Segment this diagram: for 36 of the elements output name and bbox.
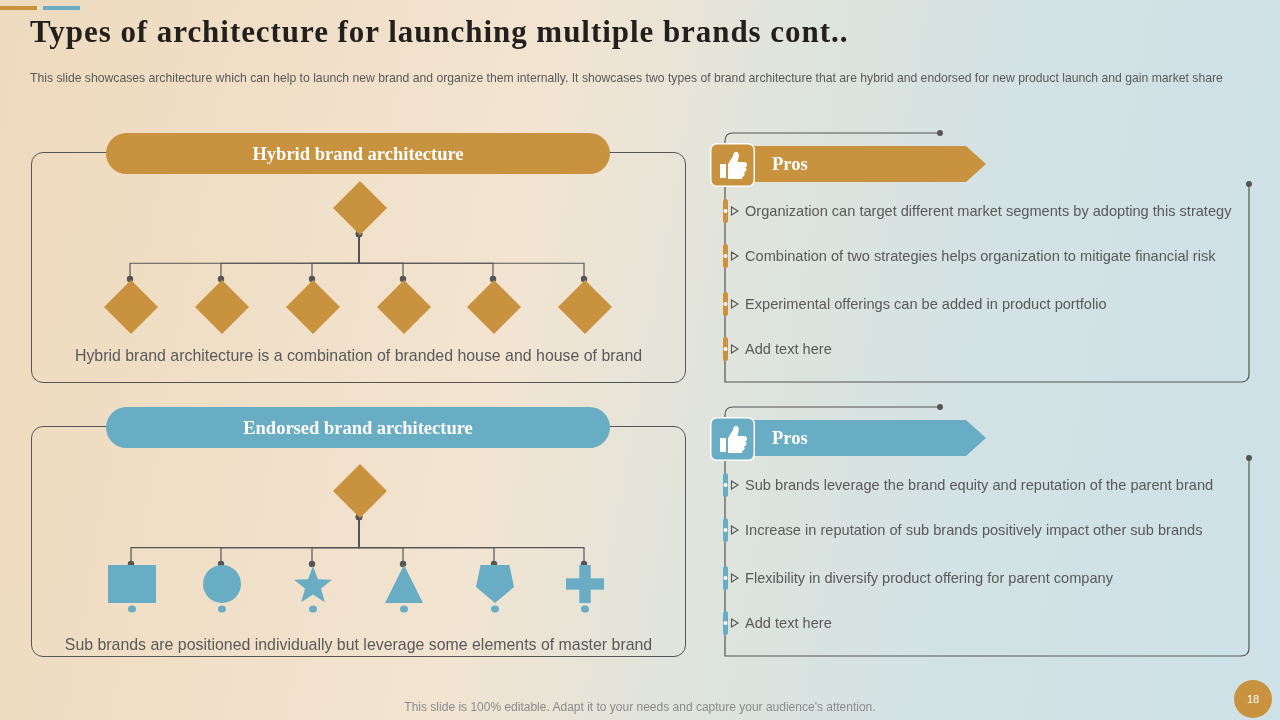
triangle-shape [385, 565, 423, 613]
diamond-shape [333, 181, 387, 235]
star-shape [293, 565, 333, 613]
diamond-shape [333, 464, 387, 518]
cross-shape [566, 565, 604, 613]
circle-shape [203, 565, 241, 613]
heading-pill: Endorsed brand architecture [106, 407, 610, 448]
list-item-text: Experimental offerings can be added in product portfolio [745, 295, 1107, 313]
connector-line [355, 230, 588, 283]
footer-note: This slide is 100% editable. Adapt it to your needs and capture your audience's attention. [404, 700, 876, 714]
pentagon-shape [476, 565, 514, 613]
banner-arrow [710, 417, 986, 461]
list-item-text: Combination of two strategies helps organization to mitigate financial risk [745, 247, 1216, 265]
list-item-text: Increase in reputation of sub brands positively impact other sub brands [745, 521, 1203, 539]
list-item-text: Add text here [745, 614, 832, 632]
page-number-badge: 18 [1234, 680, 1272, 718]
list-item-text: Sub brands leverage the brand equity and reputation of the parent brand [745, 476, 1214, 494]
diamond-shape [286, 280, 340, 334]
connector-line [355, 513, 588, 568]
subtitle-text: This slide showcases architecture which can help to launch new brand and organize them internally. It showcases two types of brand architecture that are hybrid and endorsed for new product launch and gain market share [30, 71, 1223, 86]
list-item-text: Add text here [745, 340, 832, 358]
list-item-text: Organization can target different market segments by adopting this strategy [745, 202, 1232, 220]
heading-pill: Hybrid brand architecture [106, 133, 610, 174]
diamond-shape [377, 280, 431, 334]
banner-arrow [710, 143, 986, 187]
description-text: Hybrid brand architecture is a combination of branded house and house of brand [74, 346, 643, 366]
banner-heading: Pros [772, 153, 808, 175]
diamond-shape [104, 280, 158, 334]
list-item-text: Flexibility in diversify product offering for parent company [745, 569, 1113, 587]
description-text: Sub brands are positioned individually but leverage some elements of master brand [64, 635, 653, 655]
banner-heading: Pros [772, 427, 808, 449]
square-shape [108, 565, 156, 613]
diamond-shape [195, 280, 249, 334]
slide-title: Types of architecture for launching multiple brands cont.. [30, 14, 849, 50]
diamond-shape [467, 280, 521, 334]
diamond-shape [558, 280, 612, 334]
